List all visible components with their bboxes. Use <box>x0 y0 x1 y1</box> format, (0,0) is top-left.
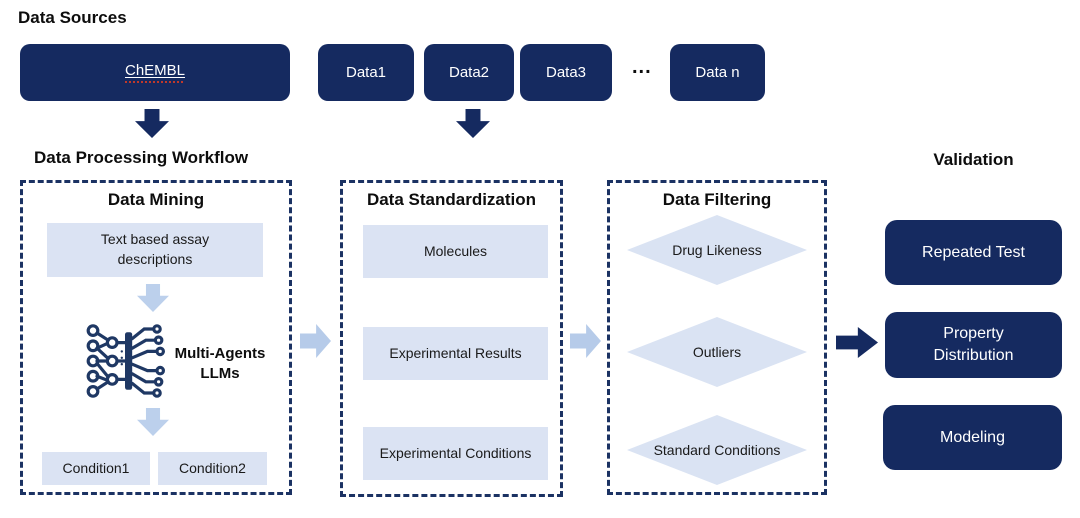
data-filtering-title: Data Filtering <box>662 190 772 209</box>
property-distribution-label: Property Distribution <box>933 325 1014 364</box>
data-standardization-panel: Data Standardization <box>340 180 563 497</box>
spellcheck-squiggle <box>124 81 186 83</box>
data-mining-title: Data Mining <box>107 190 205 209</box>
multi-agents-line: Multi-Agents <box>174 345 266 362</box>
data3-source-box: Data3 <box>520 44 612 101</box>
validation-heading: Validation <box>933 150 1014 169</box>
neural-network-icon <box>86 324 165 398</box>
experimental-conditions-box: Experimental Conditions <box>363 427 548 480</box>
property-distribution-box: Property Distribution <box>885 312 1062 378</box>
modeling-box: Modeling <box>883 405 1062 470</box>
data-sources-heading: Data Sources <box>18 8 127 27</box>
data-filtering-panel: Data Filtering <box>607 180 827 495</box>
flow-arrow-right-icon <box>300 324 331 358</box>
chembl-link-label: ChEMBL <box>124 62 186 79</box>
flow-arrow-right-icon <box>836 327 878 358</box>
arrow-down-icon <box>456 109 490 138</box>
chembl-link[interactable]: ChEMBL <box>124 62 186 83</box>
chembl-source-box: ChEMBL <box>20 44 290 101</box>
ellipsis-label: ... <box>632 56 652 78</box>
multi-agents-llms-label: Multi-Agents LLMs <box>166 344 274 385</box>
flow-arrow-right-icon <box>570 324 601 358</box>
data-standardization-title: Data Standardization <box>366 190 537 209</box>
data-mining-panel: Data Mining <box>20 180 292 495</box>
llms-line: LLMs <box>200 365 240 383</box>
workflow-heading: Data Processing Workflow <box>34 148 249 167</box>
arrow-down-icon <box>135 109 169 138</box>
repeated-test-box: Repeated Test <box>885 220 1062 285</box>
data1-source-box: Data1 <box>318 44 414 101</box>
molecules-box: Molecules <box>363 225 548 278</box>
condition2-box: Condition2 <box>158 452 267 485</box>
data-n-source-box: Data n <box>670 44 765 101</box>
data2-source-box: Data2 <box>424 44 514 101</box>
experimental-results-box: Experimental Results <box>363 327 548 380</box>
condition1-box: Condition1 <box>42 452 150 485</box>
assay-descriptions-box: Text based assay descriptions <box>47 223 263 277</box>
